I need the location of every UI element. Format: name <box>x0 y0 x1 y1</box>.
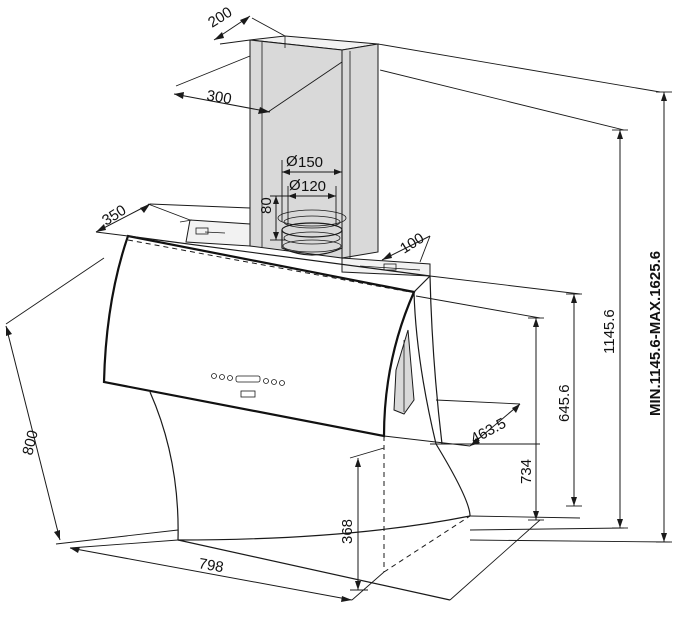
bottom-height-label: 368 <box>339 519 356 544</box>
duct-width-label: 300 <box>205 87 232 108</box>
outlet-diameter-symbol-2: Ø <box>289 177 301 194</box>
dimension-bottom-height: 368 <box>339 447 385 591</box>
range-height-label: MIN.1145.6-MAX.1625.6 <box>647 251 664 416</box>
dimension-canopy-height: 645.6 <box>556 293 582 507</box>
dimension-outlet-height: 80 <box>258 195 292 241</box>
outlet-ring <box>277 209 347 256</box>
dimension-total-height: 1145.6 <box>601 129 628 529</box>
dimension-outlet: Ø 150 Ø 120 <box>281 153 343 226</box>
outlet-inner-label: 120 <box>301 178 326 195</box>
lower-panel <box>149 391 471 601</box>
dimension-range-height: MIN.1145.6-MAX.1625.6 <box>647 91 672 543</box>
control-panel <box>211 373 285 398</box>
outlet-diameter-symbol: Ø <box>286 153 298 170</box>
hood-body-height-label: 734 <box>518 459 535 484</box>
canopy-height-label: 645.6 <box>556 384 573 422</box>
total-height-label: 1145.6 <box>601 309 618 354</box>
body-width-label: 798 <box>197 555 225 576</box>
extension-lines-right <box>379 69 671 601</box>
dimension-duct-width: 300 <box>173 55 343 114</box>
glass-width-label: 800 <box>19 429 42 457</box>
dimension-hood-height: 734 <box>518 317 544 521</box>
outlet-height-label: 80 <box>258 197 275 214</box>
dimension-wall-offset: 100 <box>381 230 431 263</box>
wall-offset-label: 100 <box>397 230 427 258</box>
outlet-outer-label: 150 <box>298 154 323 171</box>
chimney-duct <box>249 35 379 259</box>
canopy-depth-label: 463.5 <box>468 415 509 448</box>
dimension-glass-width: 800 <box>5 257 179 545</box>
top-plate <box>179 219 431 277</box>
dimension-body-width: 798 <box>69 539 385 602</box>
duct-depth-label: 200 <box>205 4 235 32</box>
